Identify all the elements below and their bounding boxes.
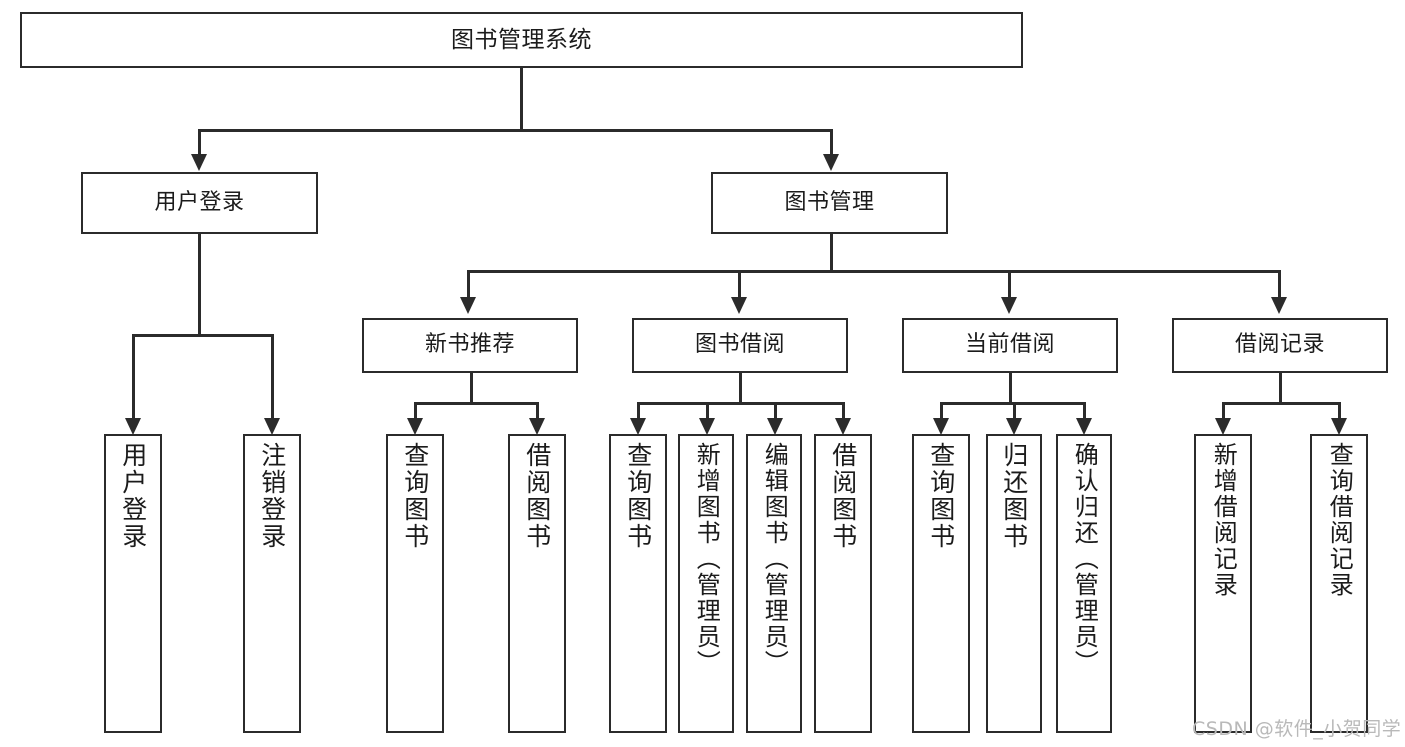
connector-cb-bar xyxy=(940,402,1085,405)
node-book-manage[interactable]: 图书管理 xyxy=(711,172,948,234)
node-label: 新增图书（管理员） xyxy=(692,442,721,676)
node-leaf-borrow-book-2[interactable]: 借阅图书 xyxy=(814,434,872,733)
node-label: 查询图书 xyxy=(400,442,430,550)
connector-bb-bar xyxy=(637,402,844,405)
connector-cb-c3 xyxy=(1083,402,1086,420)
connector-bb-c4 xyxy=(842,402,845,420)
arrow-to-leaf-add-record xyxy=(1215,418,1231,435)
node-new-book-recommend[interactable]: 新书推荐 xyxy=(362,318,578,373)
node-label: 注销登录 xyxy=(257,442,287,550)
connector-user-login-bar xyxy=(132,334,273,337)
node-leaf-query-book-2[interactable]: 查询图书 xyxy=(609,434,667,733)
node-leaf-query-book-1[interactable]: 查询图书 xyxy=(386,434,444,733)
connector-bb-stem xyxy=(739,373,742,404)
arrow-to-leaf-query-book-2 xyxy=(630,418,646,435)
node-label: 图书借阅 xyxy=(694,332,785,358)
connector-user-login-right xyxy=(271,334,274,420)
node-label: 图书管理系统 xyxy=(451,26,592,53)
arrow-to-leaf-logout-login xyxy=(264,418,280,435)
connector-user-login-left xyxy=(132,334,135,420)
connector-root-stem xyxy=(520,68,523,130)
arrow-to-leaf-return-book xyxy=(1006,418,1022,435)
arrow-to-leaf-borrow-book-2 xyxy=(835,418,851,435)
node-leaf-query-book-3[interactable]: 查询图书 xyxy=(912,434,970,733)
node-current-borrow[interactable]: 当前借阅 xyxy=(902,318,1118,373)
node-label: 借阅图书 xyxy=(522,442,552,550)
node-label: 归还图书 xyxy=(999,442,1029,550)
arrow-root-to-user-login xyxy=(191,154,207,171)
connector-cb-stem xyxy=(1009,373,1012,404)
node-leaf-add-record[interactable]: 新增借阅记录 xyxy=(1194,434,1252,733)
connector-book-manage-c4 xyxy=(1278,270,1281,299)
arrow-to-new-book-recommend xyxy=(460,297,476,314)
connector-bb-c1 xyxy=(637,402,640,420)
node-label: 编辑图书（管理员） xyxy=(760,442,789,676)
connector-book-manage-c1 xyxy=(467,270,470,299)
node-label: 查询图书 xyxy=(926,442,956,550)
node-borrow-record[interactable]: 借阅记录 xyxy=(1172,318,1388,373)
node-label: 图书管理 xyxy=(784,189,875,215)
node-label: 查询借阅记录 xyxy=(1325,442,1354,598)
connector-nbr-bar xyxy=(414,402,538,405)
connector-br-left xyxy=(1222,402,1225,420)
connector-book-manage-bar xyxy=(467,270,1278,273)
connector-br-right xyxy=(1338,402,1341,420)
arrow-to-leaf-edit-book xyxy=(767,418,783,435)
node-root-book-management-system[interactable]: 图书管理系统 xyxy=(20,12,1023,68)
arrow-to-leaf-query-book-1 xyxy=(407,418,423,435)
connector-nbr-right xyxy=(536,402,539,420)
node-label: 借阅记录 xyxy=(1234,332,1325,358)
node-book-borrow[interactable]: 图书借阅 xyxy=(632,318,848,373)
node-leaf-confirm-return[interactable]: 确认归还（管理员） xyxy=(1056,434,1112,733)
watermark-csdn: CSDN @软件_小贺同学 xyxy=(1192,718,1402,740)
connector-root-bar xyxy=(198,129,832,132)
arrow-to-leaf-add-book xyxy=(699,418,715,435)
arrow-to-leaf-borrow-book-1 xyxy=(529,418,545,435)
connector-root-to-user-login xyxy=(198,129,201,156)
arrow-to-leaf-query-record xyxy=(1331,418,1347,435)
arrow-root-to-book-manage xyxy=(823,154,839,171)
connector-bb-c3 xyxy=(774,402,777,420)
node-leaf-user-login[interactable]: 用户登录 xyxy=(104,434,162,733)
connector-root-to-book-manage xyxy=(830,129,833,156)
connector-book-manage-c3 xyxy=(1008,270,1011,299)
connector-cb-c1 xyxy=(940,402,943,420)
arrow-to-leaf-user-login xyxy=(125,418,141,435)
connector-book-manage-c2 xyxy=(738,270,741,299)
connector-book-manage-stem xyxy=(830,234,833,272)
arrow-to-leaf-confirm-return xyxy=(1076,418,1092,435)
node-label: 新增借阅记录 xyxy=(1209,442,1238,598)
connector-bb-c2 xyxy=(706,402,709,420)
connector-user-login-stem xyxy=(198,234,201,335)
node-label: 确认归还（管理员） xyxy=(1070,442,1099,676)
node-leaf-return-book[interactable]: 归还图书 xyxy=(986,434,1042,733)
arrow-to-book-borrow xyxy=(731,297,747,314)
node-leaf-add-book[interactable]: 新增图书（管理员） xyxy=(678,434,734,733)
node-leaf-query-record[interactable]: 查询借阅记录 xyxy=(1310,434,1368,733)
node-leaf-borrow-book-1[interactable]: 借阅图书 xyxy=(508,434,566,733)
arrow-to-leaf-query-book-3 xyxy=(933,418,949,435)
node-leaf-edit-book[interactable]: 编辑图书（管理员） xyxy=(746,434,802,733)
connector-nbr-stem xyxy=(470,373,473,404)
node-label: 用户登录 xyxy=(154,189,245,215)
node-leaf-logout-login[interactable]: 注销登录 xyxy=(243,434,301,733)
node-label: 用户登录 xyxy=(118,442,148,550)
connector-br-bar xyxy=(1222,402,1340,405)
node-user-login[interactable]: 用户登录 xyxy=(81,172,318,234)
node-label: 借阅图书 xyxy=(828,442,858,550)
connector-br-stem xyxy=(1279,373,1282,404)
connector-cb-c2 xyxy=(1013,402,1016,420)
node-label: 新书推荐 xyxy=(424,332,515,358)
node-label: 查询图书 xyxy=(623,442,653,550)
connector-nbr-left xyxy=(414,402,417,420)
arrow-to-current-borrow xyxy=(1001,297,1017,314)
arrow-to-borrow-record xyxy=(1271,297,1287,314)
node-label: 当前借阅 xyxy=(964,332,1055,358)
